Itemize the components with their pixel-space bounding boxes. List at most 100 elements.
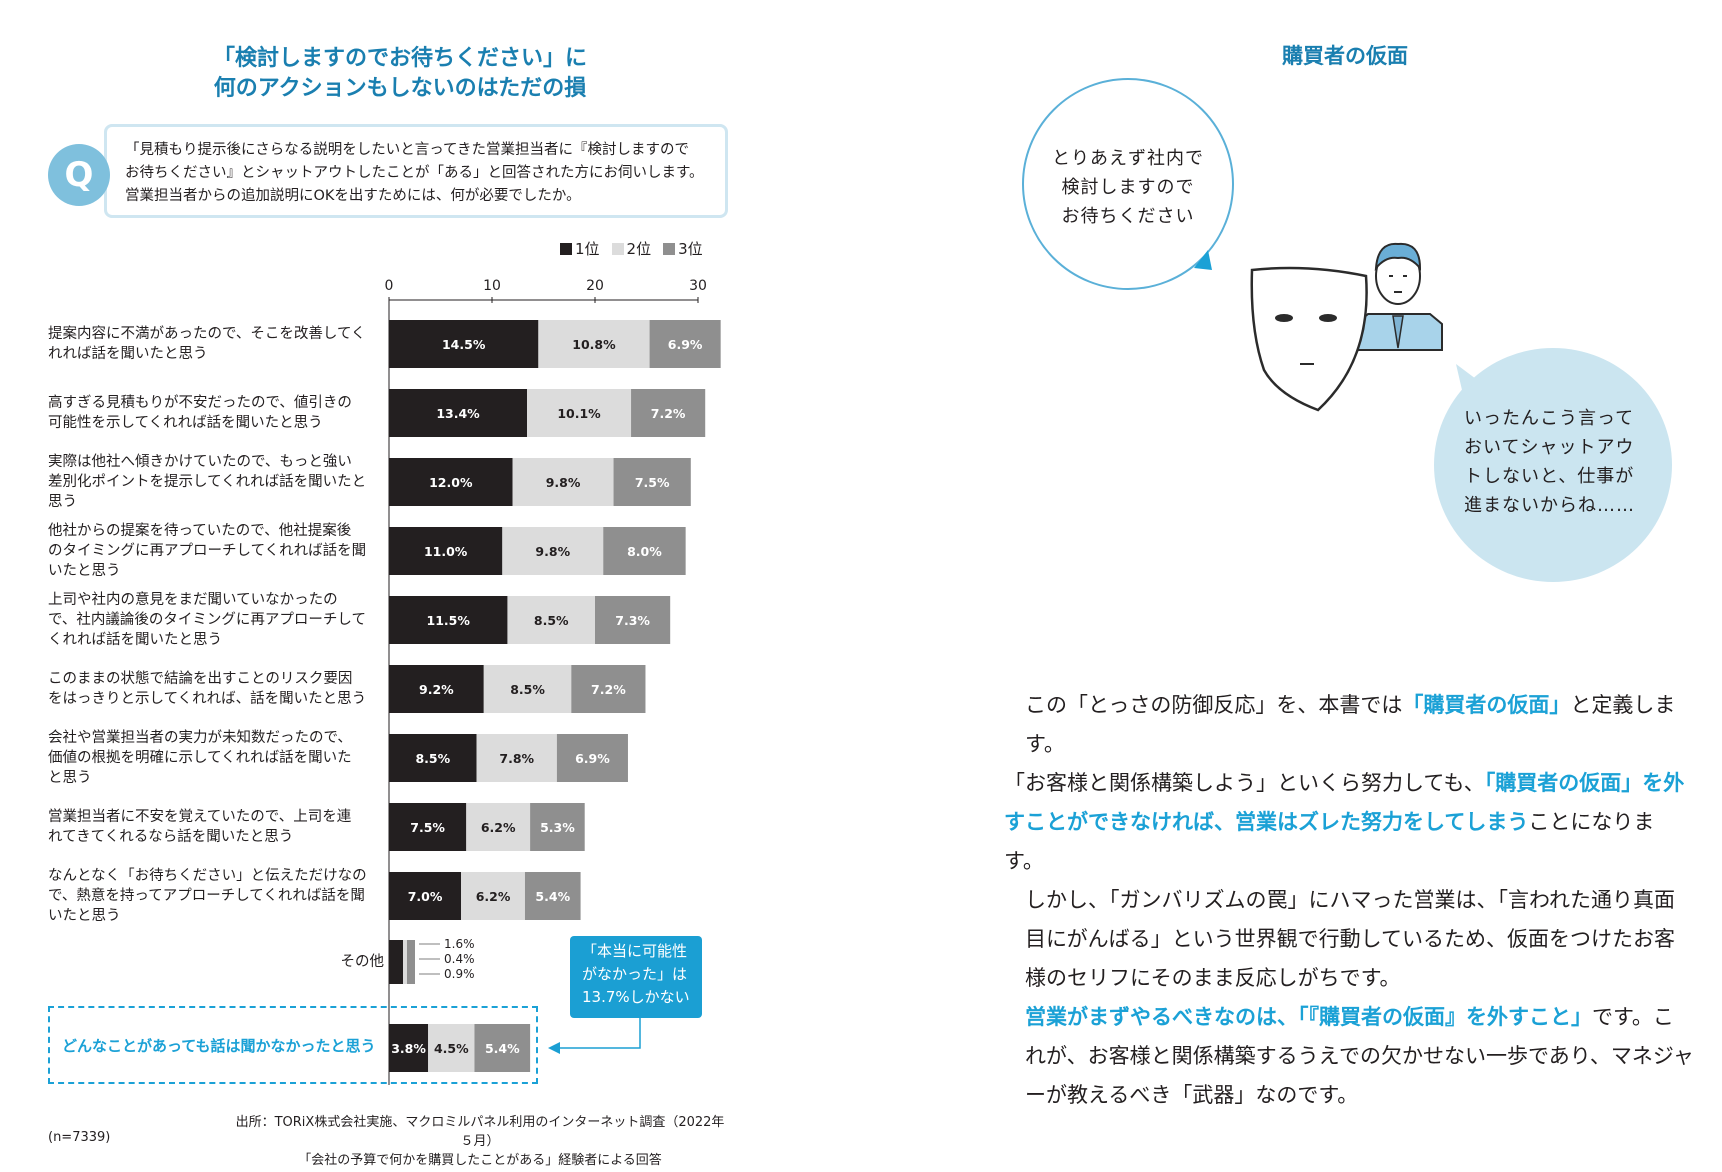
- callout-line: がなかった」は: [582, 965, 688, 983]
- bar-segment: [461, 872, 525, 920]
- sample-size: (n=7339): [48, 1130, 111, 1145]
- bar-segment: [524, 872, 581, 920]
- bar-segment: [389, 527, 503, 575]
- bar-segment: [613, 458, 691, 506]
- page-title-line2: 何のアクションもしないのはただの損: [213, 76, 587, 101]
- legend-item-3: 3位: [663, 238, 703, 259]
- bar-value-label: 7.2%: [651, 406, 686, 421]
- page-title-line1: 「検討しますのでお待ちください」に: [212, 46, 587, 71]
- x-tick-label: 20: [586, 278, 604, 294]
- callout-box: 「本当に可能性 がなかった」は 13.7%しかない: [570, 936, 702, 1018]
- category-label: 営業担当者に不安を覚えていたので、上司を連れてきてくれるなら話を聞いたと思う: [48, 809, 352, 845]
- bar-value-label: 7.0%: [408, 889, 443, 904]
- question-line: お待ちください』とシャットアウトしたことが「ある」と回答された方にお伺いします。: [125, 165, 704, 181]
- bar-value-label: 1.6%: [444, 937, 475, 951]
- callout-line: 「本当に可能性: [582, 942, 688, 960]
- callout-line: 13.7%しかない: [582, 988, 690, 1006]
- bar-segment: [502, 527, 604, 575]
- category-label: 上司や社内の意見をまだ聞いていなかったので、社内議論後のタイミングに再アプローチ…: [48, 592, 366, 648]
- bar-segment: [389, 458, 513, 506]
- paragraph-4: 営業がまずやるべきなのは、「『購買者の仮面』を外すこと」です。これが、お客様と関…: [1025, 1005, 1694, 1107]
- bar-value-label: 6.2%: [481, 820, 516, 835]
- bar-value-label: 10.1%: [557, 406, 601, 421]
- bubble1-text: とりあえず社内で 検討しますので お待ちください: [1052, 148, 1204, 227]
- bubble2-text: いったんこう言って おいてシャットアウ トしないと、仕事が 進まないからね……: [1464, 408, 1635, 516]
- highlight-label: どんなことがあっても話は聞かなかったと思う: [62, 1037, 376, 1055]
- bar-value-label: 9.8%: [535, 544, 570, 559]
- bar-segment: [507, 596, 595, 644]
- legend-swatch: [663, 242, 676, 255]
- masked-businessman-icon: [1250, 242, 1443, 412]
- category-label: なんとなく「お待ちください」と伝えただけなので、熱意を持ってアプローチしてくれれ…: [48, 868, 367, 924]
- bar-value-label: 7.8%: [499, 751, 534, 766]
- bar-segment: [389, 803, 467, 851]
- bar-value-label: 7.3%: [615, 613, 650, 628]
- bar-value-label: 5.4%: [535, 889, 570, 904]
- bar-value-label: 12.0%: [429, 475, 473, 490]
- legend-label: 1位: [575, 240, 600, 258]
- bar-segment: [649, 320, 721, 368]
- bar-value-label: 6.2%: [476, 889, 511, 904]
- callout-arrow-icon: [548, 1042, 560, 1054]
- body-text: この「とっさの防御反応」を、本書では「購買者の仮面」と定義します。 「お客様と関…: [1004, 686, 1694, 1115]
- x-tick-label: 10: [483, 278, 501, 294]
- bar-segment: [476, 734, 557, 782]
- bar-value-label: 8.5%: [534, 613, 569, 628]
- bar-value-label: 7.5%: [635, 475, 670, 490]
- category-label: 会社や営業担当者の実力が未知数だったので、価値の根拠を明確に示してくれれば話を聞…: [48, 730, 352, 786]
- right-page-title: 購買者の仮面: [1282, 44, 1408, 68]
- paragraph-2: 「お客様と関係構築しよう」といくら努力しても、「購買者の仮面」を外すことができな…: [1004, 771, 1685, 873]
- bar-segment: [389, 596, 508, 644]
- bar-segment: [466, 803, 531, 851]
- bar-segment: [603, 527, 686, 575]
- bar-value-label: 11.0%: [424, 544, 468, 559]
- bar-segment: [527, 389, 632, 437]
- bar-segment: [389, 734, 477, 782]
- bar-value-label: 7.5%: [410, 820, 445, 835]
- bar-segment: [389, 389, 528, 437]
- category-label: 高すぎる見積もりが不安だったので、値引きの可能性を示してくれれば話を聞いたと思う: [48, 395, 352, 431]
- left-page: 「検討しますのでお待ちください」に 何のアクションもしないのはただの損 「見積も…: [0, 0, 800, 1172]
- q-badge-icon: Q: [48, 144, 110, 206]
- question-line: 営業担当者からの追加説明にOKを出すためには、何が必要でしたか。: [125, 188, 581, 204]
- bar-value-label: 4.5%: [434, 1041, 469, 1056]
- bar-value-label: 0.4%: [444, 952, 475, 966]
- legend-item-2: 2位: [611, 238, 651, 259]
- bar-segment: [595, 596, 671, 644]
- speech-bubble-2: [1434, 348, 1672, 582]
- category-label: 提案内容に不満があったので、そこを改善してくれれば話を聞いたと思う: [48, 326, 366, 362]
- bar-segment: [631, 389, 706, 437]
- bar-value-label: 6.9%: [575, 751, 610, 766]
- paragraph-3: しかし、「ガンバリズムの罠」にハマった営業は、「言われた通り真面目にがんばる」と…: [1025, 888, 1675, 990]
- category-label: 他社からの提案を待っていたので、他社提案後のタイミングに再アプローチしてくれれば…: [48, 523, 367, 579]
- source-note: 出所：TORiX株式会社実施、マクロミルパネル利用のインターネット調査（2022…: [230, 1113, 730, 1170]
- bar-value-label: 11.5%: [427, 613, 471, 628]
- bar-segment: [389, 1024, 429, 1072]
- bar-value-label: 3.8%: [391, 1041, 426, 1056]
- bar-segment: [474, 1024, 531, 1072]
- stacked-bar-chart: 0 10 20 30 14.5% 10.8% 6.9% 13.4% 10.1% 7.2% 12.0%…: [385, 278, 721, 1085]
- bar-segment: [428, 1024, 475, 1072]
- source-line: 「会社の予算で何かを購買したことがある」経験者による回答: [298, 1153, 662, 1168]
- legend-item-1: 1位: [560, 238, 600, 259]
- category-label: 実際は他社へ傾きかけていたので、もっと強い差別化ポイントを提示してくれれば話を聞…: [48, 454, 367, 510]
- legend-label: 3位: [678, 240, 703, 258]
- bar-segment: [389, 940, 403, 984]
- question-line: 「見積もり提示後にさらなる説明をしたいと言ってきた営業担当者に『検討しますので: [125, 142, 690, 158]
- bar-value-label: 10.8%: [572, 337, 616, 352]
- bar-segment: [512, 458, 614, 506]
- speech-bubble-1: [1022, 78, 1234, 290]
- bar-segment: [389, 665, 484, 713]
- highlight-dashed-box: [48, 1006, 538, 1084]
- x-tick-label: 0: [385, 278, 394, 294]
- bar-value-label: 5.4%: [485, 1041, 520, 1056]
- x-tick-label: 30: [689, 278, 707, 294]
- category-label: このままの状態で結論を出すことのリスク要因をはっきりと示してくれれば、話を聞いた…: [48, 671, 367, 707]
- bar-value-label: 13.4%: [436, 406, 480, 421]
- legend-swatch: [560, 242, 572, 255]
- question-box: 「見積もり提示後にさらなる説明をしたいと言ってきた営業担当者に『検討しますので …: [104, 124, 728, 218]
- chart-legend: 1位 2位 3位: [560, 238, 703, 259]
- bar-value-label: 14.5%: [442, 337, 486, 352]
- bar-segment: [556, 734, 628, 782]
- bubble1-tail-icon: [1194, 250, 1212, 270]
